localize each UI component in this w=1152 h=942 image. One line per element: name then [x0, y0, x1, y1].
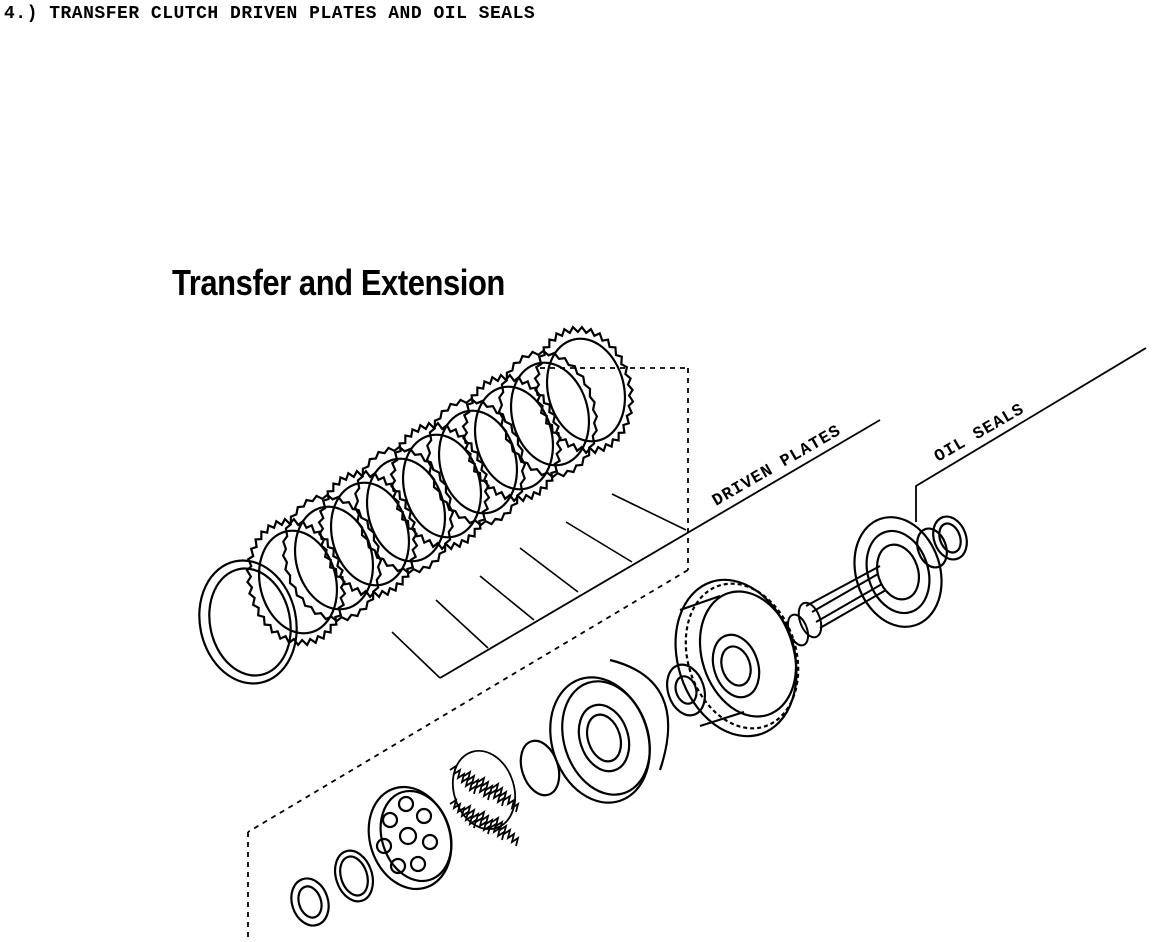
- section-heading: 4.) TRANSFER CLUTCH DRIVEN PLATES AND OI…: [4, 4, 536, 24]
- transfer-drum-gear: [674, 578, 800, 738]
- clutch-plate-inner: [509, 361, 591, 467]
- return-spring: [491, 815, 520, 847]
- leader-line: [565, 521, 633, 563]
- extension-bearing: [853, 516, 943, 628]
- return-spring: [449, 797, 478, 829]
- clutch-plate-outer: [353, 445, 455, 575]
- clutch-plate-stack: [245, 325, 635, 647]
- driven-plates-leaders: [391, 493, 687, 679]
- output-shaft: [786, 565, 887, 647]
- dashed-guide-frame: [247, 367, 689, 938]
- return-spring: [463, 803, 492, 835]
- leader-line: [391, 631, 441, 679]
- clutch-plate-outer: [389, 421, 491, 551]
- oil-seals-callout-line: [915, 347, 1147, 522]
- return-spring-assembly: [449, 749, 520, 847]
- clutch-plate-outer: [317, 469, 419, 599]
- snap-ring: [198, 559, 298, 685]
- return-spring: [477, 775, 506, 807]
- clutch-plate-outer: [533, 325, 635, 455]
- clutch-piston: [549, 658, 670, 804]
- return-spring: [463, 769, 492, 801]
- thrust-washer: [290, 877, 330, 927]
- retainer-snap-ring: [333, 849, 375, 903]
- spring-plate: [452, 749, 516, 831]
- leader-line: [479, 575, 535, 621]
- clutch-plate-outer: [461, 373, 563, 503]
- driven-plates-callout-line: [439, 419, 881, 679]
- piston-seal-ring: [519, 739, 561, 797]
- leader-line: [435, 599, 489, 649]
- oil-seals-label: OIL SEALS: [932, 400, 1029, 467]
- clutch-plate-outer: [497, 349, 599, 479]
- return-spring: [491, 781, 520, 813]
- clutch-plate-outer: [245, 517, 347, 647]
- diagram-title: Transfer and Extension: [172, 262, 505, 303]
- clutch-plate-outer: [425, 397, 527, 527]
- leader-line: [519, 547, 579, 593]
- clutch-plate-outer: [281, 493, 383, 623]
- return-spring: [477, 809, 506, 841]
- spring-retainer: [367, 785, 453, 891]
- driven-plates-label: DRIVEN PLATES: [710, 422, 846, 511]
- oil-seal-rings: [916, 515, 968, 569]
- clutch-plate-inner: [545, 337, 627, 443]
- pinion-gear: [665, 663, 707, 717]
- leader-line: [611, 493, 687, 531]
